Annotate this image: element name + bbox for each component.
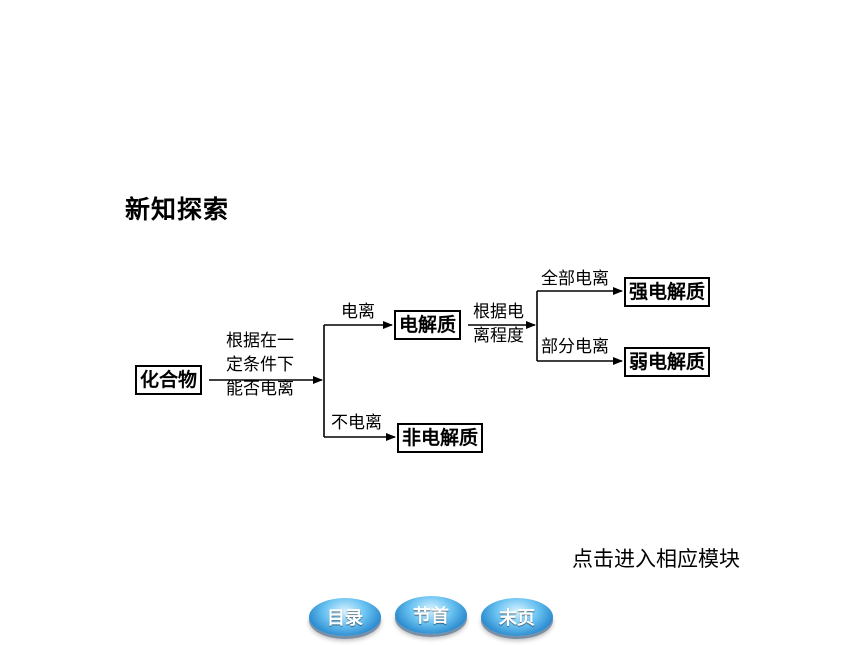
label-partially-ionize: 部分电离 bbox=[541, 337, 609, 357]
page-title: 新知探索 bbox=[125, 195, 230, 224]
node-electrolyte: 电解质 bbox=[394, 310, 462, 340]
hint-text: 点击进入相应模块 bbox=[572, 547, 740, 571]
label-classify-basis: 根据在一 定条件下 能否电离 bbox=[226, 329, 294, 401]
label-classify-line-3: 能否电离 bbox=[226, 379, 294, 399]
label-fully-ionize: 全部电离 bbox=[541, 269, 609, 289]
label-degree-basis: 根据电 离程度 bbox=[473, 300, 524, 348]
label-not-ionize: 不电离 bbox=[331, 413, 382, 433]
node-strong-electrolyte: 强电解质 bbox=[624, 277, 711, 307]
nav-section-start-button[interactable]: 节首 bbox=[395, 596, 467, 634]
label-ionize: 电离 bbox=[341, 302, 375, 322]
nav-last-page-button[interactable]: 末页 bbox=[481, 598, 553, 636]
node-compound: 化合物 bbox=[135, 365, 203, 395]
label-classify-line-2: 定条件下 bbox=[226, 355, 294, 375]
label-classify-line-1: 根据在一 bbox=[226, 331, 294, 351]
node-non-electrolyte: 非电解质 bbox=[397, 423, 484, 453]
label-degree-line-2: 离程度 bbox=[473, 326, 524, 346]
node-weak-electrolyte: 弱电解质 bbox=[624, 347, 711, 377]
nav-catalog-button[interactable]: 目录 bbox=[309, 598, 381, 636]
label-degree-line-1: 根据电 bbox=[473, 302, 524, 322]
